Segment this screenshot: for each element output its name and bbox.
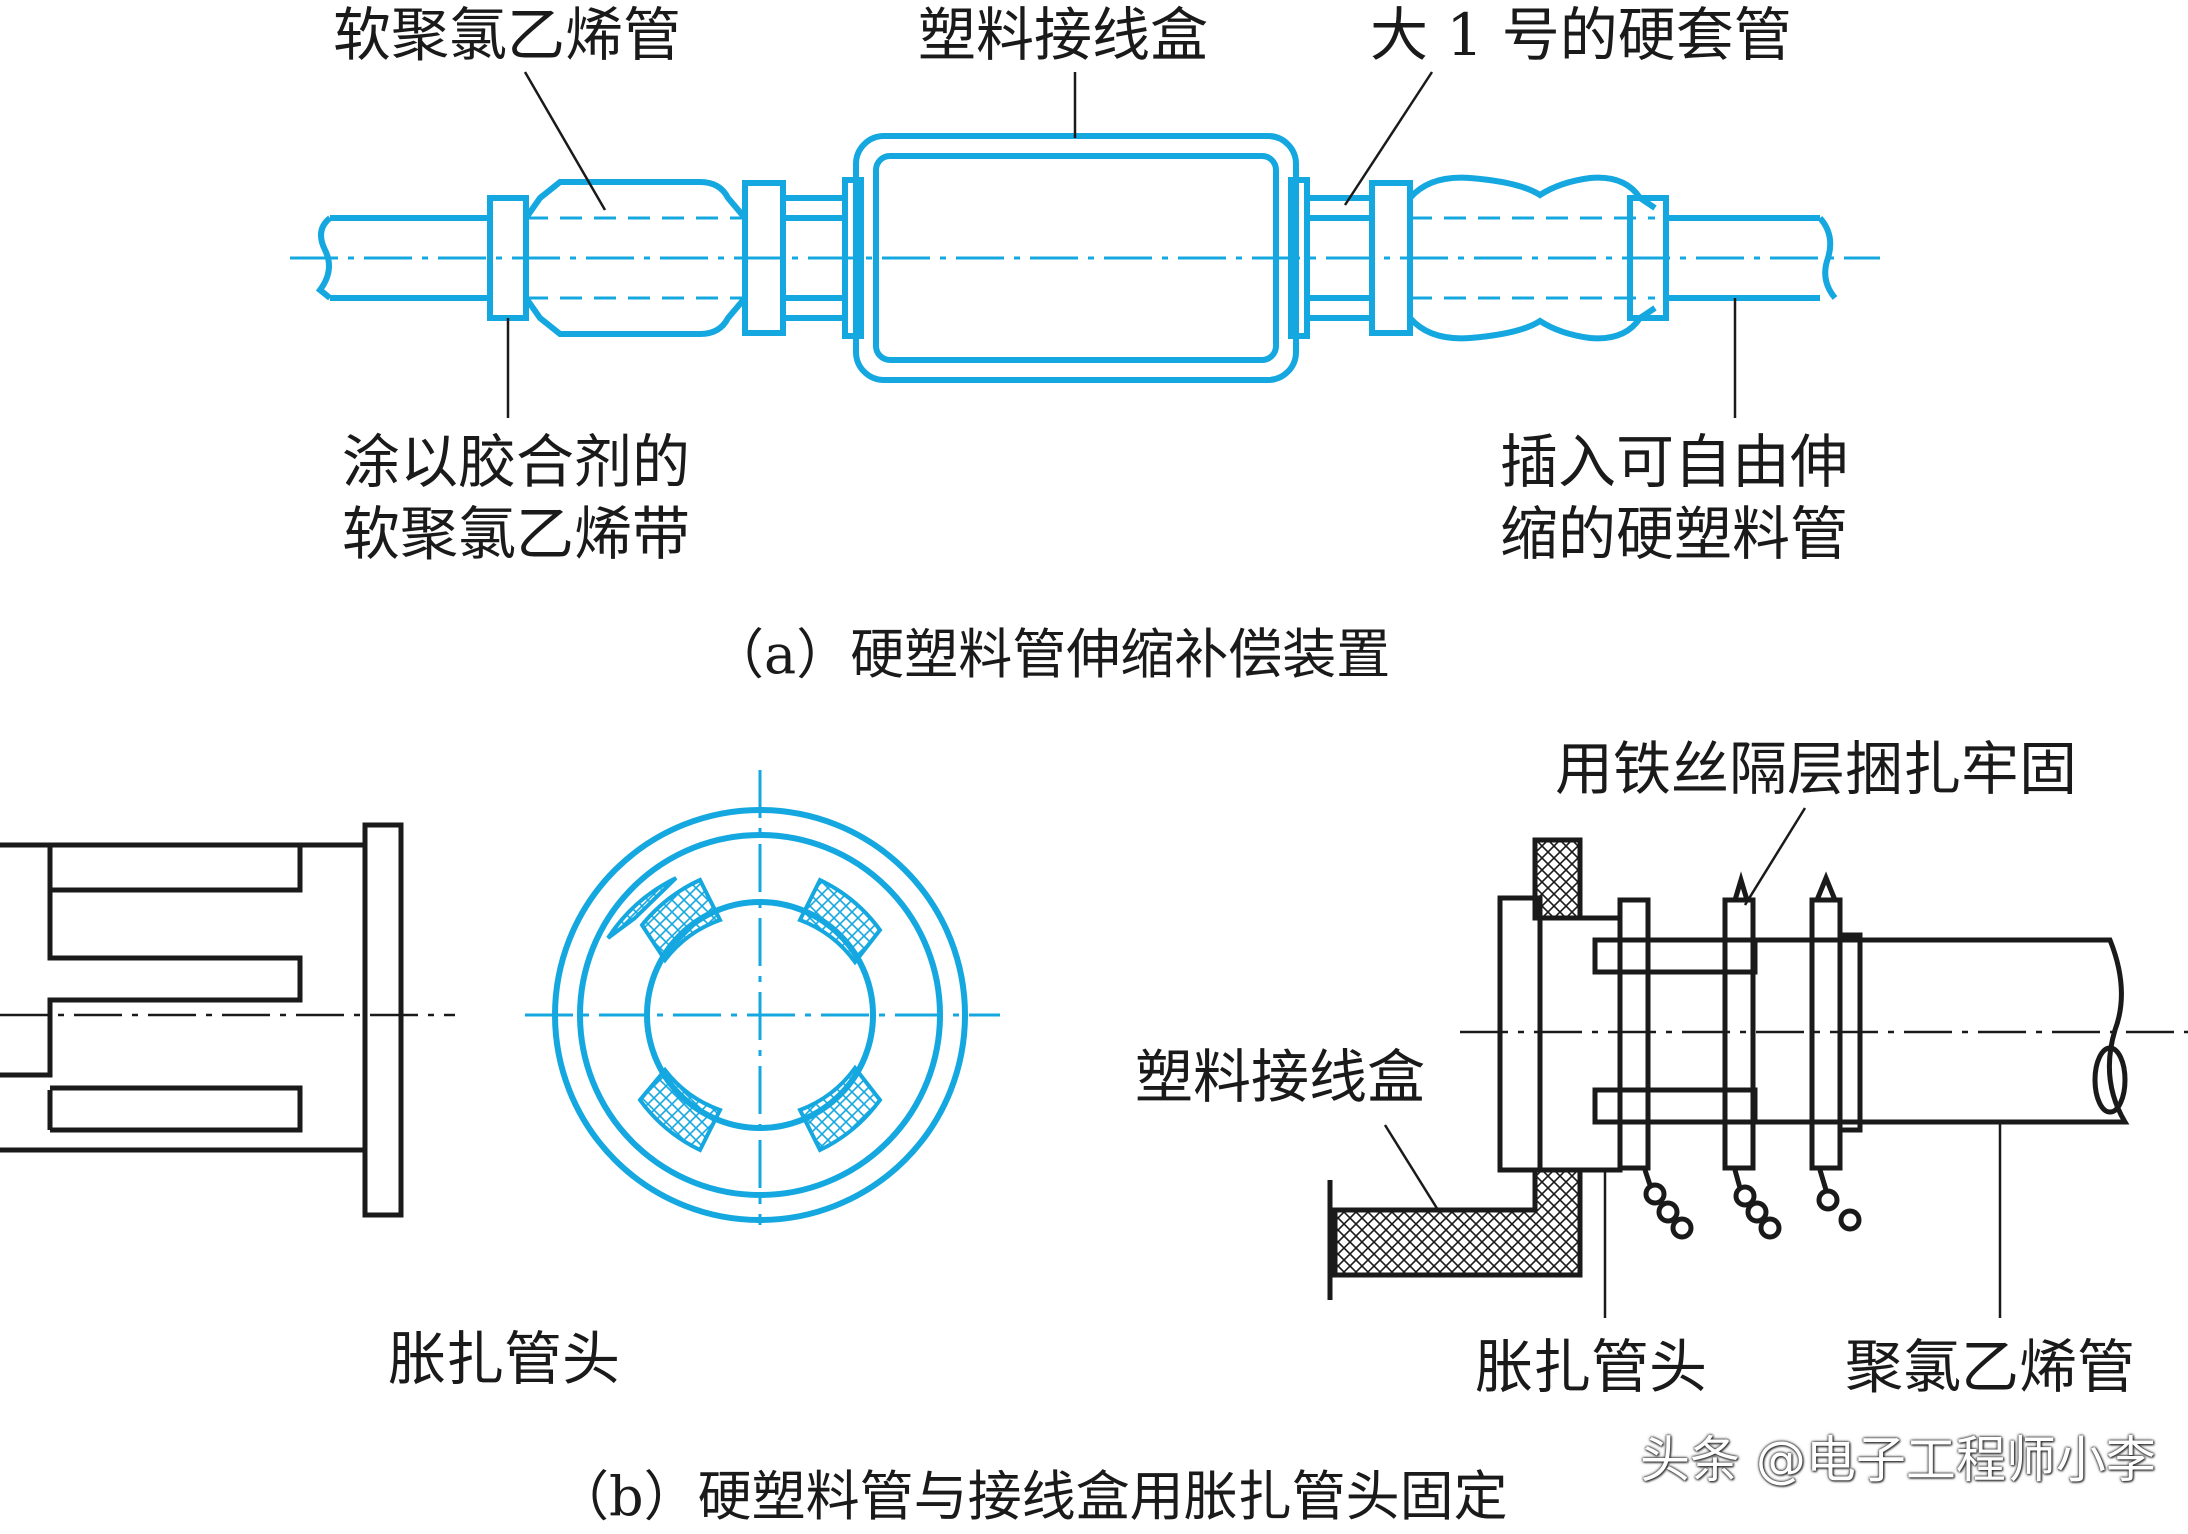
leader-junction-box-b [1383,1124,1440,1211]
head-body [0,842,303,1078]
head-bottom-slot [50,1085,303,1133]
wire-loop-2c [1758,1216,1782,1240]
watermark: 头条 @电子工程师小李 [1640,1431,2156,1489]
leader-hard-sleeve [1343,71,1434,206]
wire-loop-2a [1733,1184,1757,1208]
head-flange [362,822,404,1218]
box-wall-bottom [1332,1167,1583,1278]
label-glued-pvc-tape: 涂以胶合剂的 软聚氯乙烯带 [342,428,691,568]
wire-loop-2b [1745,1200,1769,1224]
cs-segment-bottom-right [797,1064,883,1153]
label-expansion-head-left: 胀扎管头 [388,1325,621,1393]
label-expansion-head-right: 胀扎管头 [1475,1333,1708,1401]
wavy-soft-tube [1407,174,1657,342]
wire-loop-1a [1643,1182,1667,1206]
caption-figure-a: （a）硬塑料管伸缩补偿装置 [710,623,1391,686]
label-free-expansion-pipe: 插入可自由伸 缩的硬塑料管 [1500,428,1849,568]
cs-inner-ring [644,899,876,1131]
collar-1 [1617,897,1651,1171]
figure-a-compensation-device [290,71,1880,418]
pipe-end-hole [2092,1045,2128,1115]
collar-2 [1722,897,1756,1171]
mid-coupling-right [1369,180,1413,336]
caption-figure-b: （b）硬塑料管与接线盒用胀扎管头固定 [555,1465,1508,1528]
label-larger-hard-sleeve: 大 1 号的硬套管 [1370,1,1792,69]
sleeve-right [1307,195,1372,321]
head-outline [0,842,365,1153]
expansion-head-side-view [0,822,455,1218]
label-junction-box-b: 塑料接线盒 [1135,1043,1426,1111]
wire-loop-3b [1838,1208,1862,1232]
head-body-assembly [1540,915,1623,1173]
cs-segment-top-left [606,876,723,964]
head-top-slot [47,842,303,893]
cs-mid-ring [577,832,943,1198]
cs-segment-top-right [797,877,883,966]
box-flange-right [1288,177,1310,339]
head-flange-assembly [1497,895,1543,1173]
soft-pvc-tube [523,179,748,337]
label-plastic-junction-box: 塑料接线盒 [918,1,1209,69]
label-pvc-pipe: 聚氯乙烯管 [1845,1333,2136,1401]
sleeve-left [783,195,845,321]
assembly-view [1327,807,2188,1318]
wire-tips [1732,871,1838,901]
pvc-pipe-assembly [1648,937,2130,1125]
junction-box-inner [873,153,1279,363]
right-coupling [1627,195,1669,321]
left-hard-pipe [315,215,490,301]
leader-wire-tie [1743,807,1807,906]
cs-outer-ring [552,807,968,1223]
wire-loop-3a [1816,1188,1840,1212]
leader-soft-pvc [523,71,607,211]
wire-loop-1b [1656,1200,1680,1224]
label-soft-pvc-tube: 软聚氯乙烯管 [333,1,682,69]
mid-coupling-left [742,180,786,336]
expansion-head-cross-section [525,770,1000,1225]
cs-segment-bottom-left [637,1066,723,1153]
label-wire-tie: 用铁丝隔层捆扎牢固 [1555,735,2078,803]
wire-tails [1642,1169,1829,1191]
wire-loop-1c [1670,1216,1694,1240]
